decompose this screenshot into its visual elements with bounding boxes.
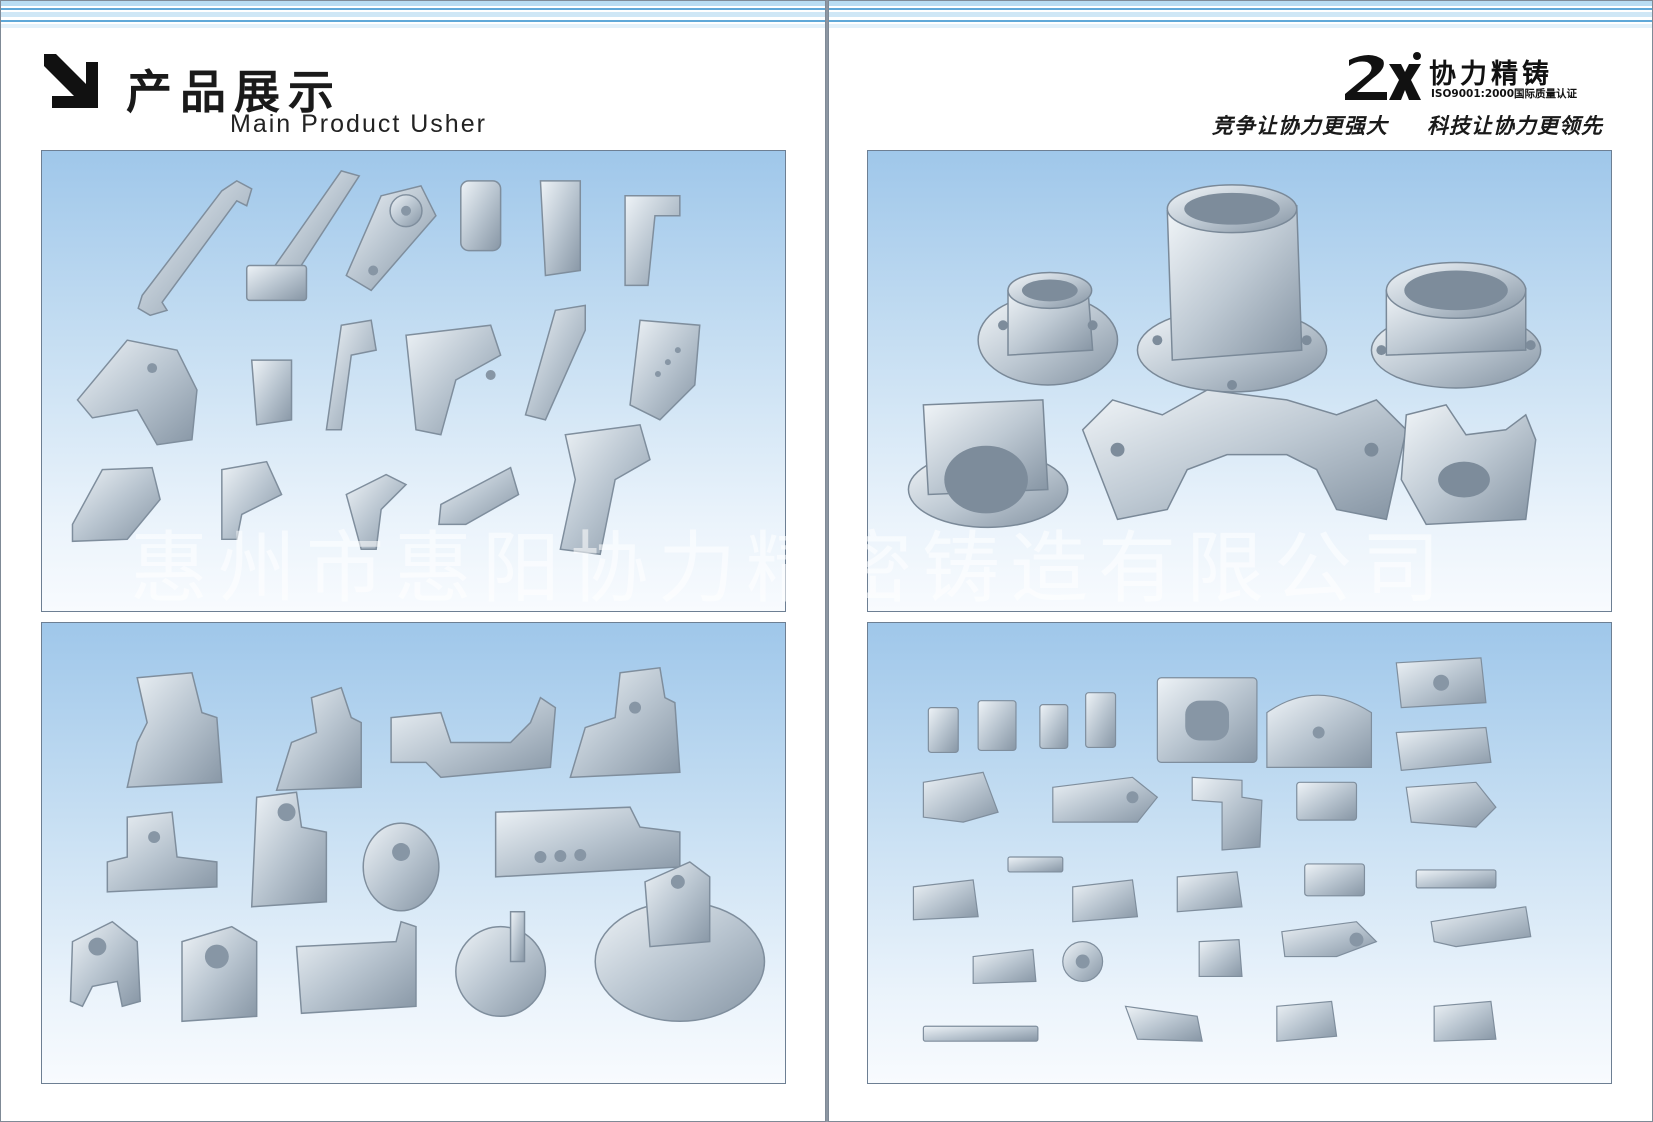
top-band-right <box>828 0 1653 30</box>
slogan-2: 科技让协力更领先 <box>1427 113 1603 138</box>
castings-photo-3 <box>69 666 766 1023</box>
brand-certification: ISO9001:2000国际质量认证 <box>1431 88 1578 100</box>
page-title: 产品展示 <box>126 65 342 119</box>
castings-photo-2 <box>907 184 1542 529</box>
left-page: 产品展示 Main Product Usher <box>0 0 826 1122</box>
arrow-down-right-icon <box>44 54 98 108</box>
center-fold <box>826 0 828 1122</box>
top-band-left <box>0 0 826 30</box>
product-photo-panel-2 <box>867 150 1612 612</box>
page-subtitle: Main Product Usher <box>230 110 487 138</box>
castings-photo-1 <box>71 170 701 556</box>
castings-photo-4 <box>912 657 1532 1042</box>
product-photo-panel-1 <box>41 150 786 612</box>
product-photo-panel-4 <box>867 622 1612 1084</box>
section-header: 产品展示 Main Product Usher <box>40 48 560 140</box>
product-photo-panel-3 <box>41 622 786 1084</box>
slogan-1: 竞争让协力更强大 <box>1211 113 1388 138</box>
zxl-logo-icon <box>1345 52 1421 100</box>
slogan-row: 竞争让协力更强大 科技让协力更领先 <box>1212 110 1603 140</box>
right-page: 协力精铸 ISO9001:2000国际质量认证 竞争让协力更强大 科技让协力更领… <box>828 0 1653 1122</box>
brand-block: 协力精铸 ISO9001:2000国际质量认证 <box>1343 50 1603 106</box>
brand-name: 协力精铸 <box>1429 59 1553 90</box>
